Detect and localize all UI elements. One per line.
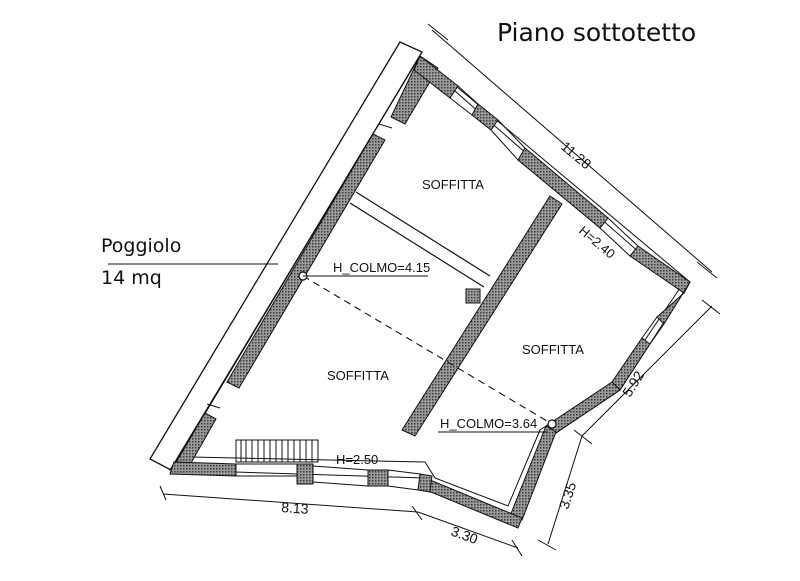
colmo-label-right: H_COLMO=3.64 (440, 416, 537, 431)
plan-title: Piano sottotetto (497, 18, 696, 47)
dim-label-bottom-left: 8.13 (281, 499, 310, 517)
ridge-point-right (547, 419, 557, 429)
colmo-label-left: H_COLMO=4.15 (333, 260, 430, 275)
wall-bottom-4 (417, 473, 433, 493)
window-lines (236, 85, 665, 491)
ridge-line (302, 275, 553, 425)
wall-bottom-3 (367, 469, 389, 487)
wall-top-2 (471, 103, 499, 131)
inner-wall-outline (189, 69, 681, 507)
height-label-bottom: H=2.50 (336, 452, 378, 467)
dimension-lines (159, 23, 721, 557)
room-label-right: SOFFITTA (522, 342, 584, 357)
partition-wall (349, 191, 491, 288)
balcony-outline (149, 41, 423, 471)
wall-bottom-2 (296, 463, 314, 485)
wall-top-3 (517, 147, 609, 229)
wall-bottom-1 (169, 461, 237, 477)
balcony-name: Poggiolo (101, 235, 181, 257)
wall-middle-diagonal (401, 195, 563, 437)
wall-left-low (173, 412, 217, 471)
dim-label-bottom-right: 3.30 (449, 523, 480, 547)
dim-label-right-lower: 3.35 (556, 480, 580, 511)
outer-wall-outline (169, 55, 691, 521)
wall-left-mid (226, 133, 386, 389)
balcony-area: 14 mq (101, 267, 162, 289)
wall-bottom-right (425, 479, 523, 529)
wall-right-4 (509, 425, 557, 521)
room-label-top: SOFFITTA (422, 177, 484, 192)
staircase (235, 439, 319, 463)
wall-small-stub (465, 288, 481, 304)
dim-label-top: 11.28 (558, 138, 594, 172)
wall-segments (169, 55, 691, 529)
room-label-left: SOFFITTA (327, 368, 389, 383)
wall-top-4 (629, 245, 691, 294)
